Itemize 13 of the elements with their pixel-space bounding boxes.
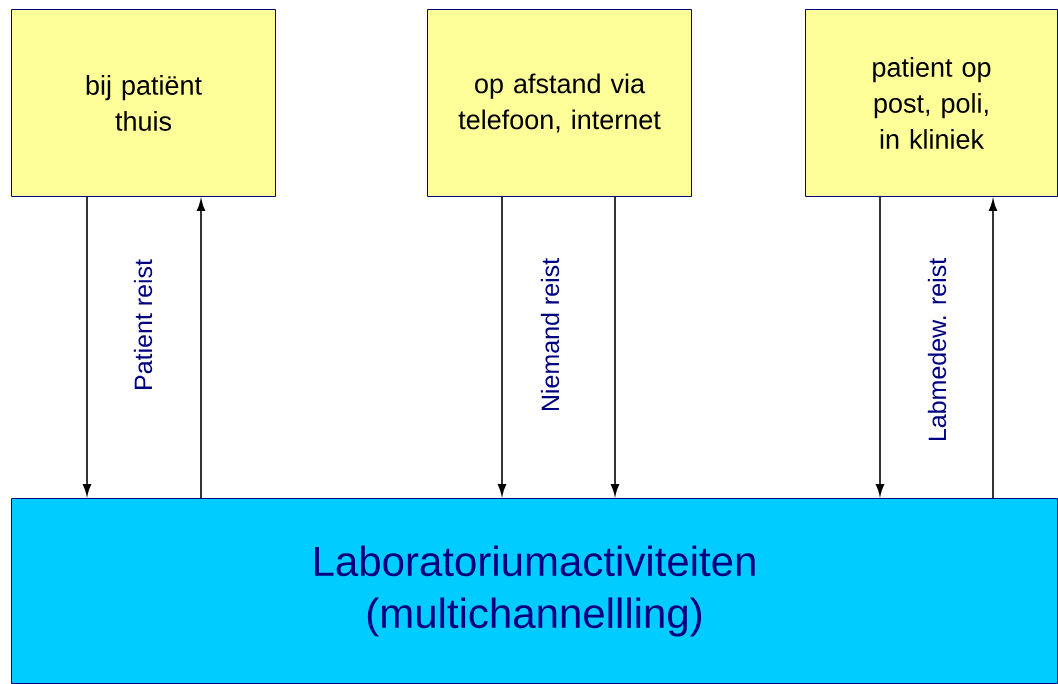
arrow xyxy=(197,200,205,499)
arrow xyxy=(498,196,506,495)
location-box: patient op post, poli, in kliniek xyxy=(805,9,1058,197)
edge-label: Niemand reist xyxy=(538,255,562,415)
location-box: bij patiënt thuis xyxy=(11,9,276,197)
location-box: op afstand via telefoon, internet xyxy=(427,9,692,197)
edge-label: Labmedew. reist xyxy=(925,255,949,445)
arrow xyxy=(876,196,884,495)
edge-label: Patient reist xyxy=(131,257,155,393)
activity-band: Laboratoriumactiviteiten (multichannellling) xyxy=(11,498,1058,684)
arrow xyxy=(83,196,91,495)
arrow xyxy=(611,196,619,495)
arrow xyxy=(989,200,997,499)
